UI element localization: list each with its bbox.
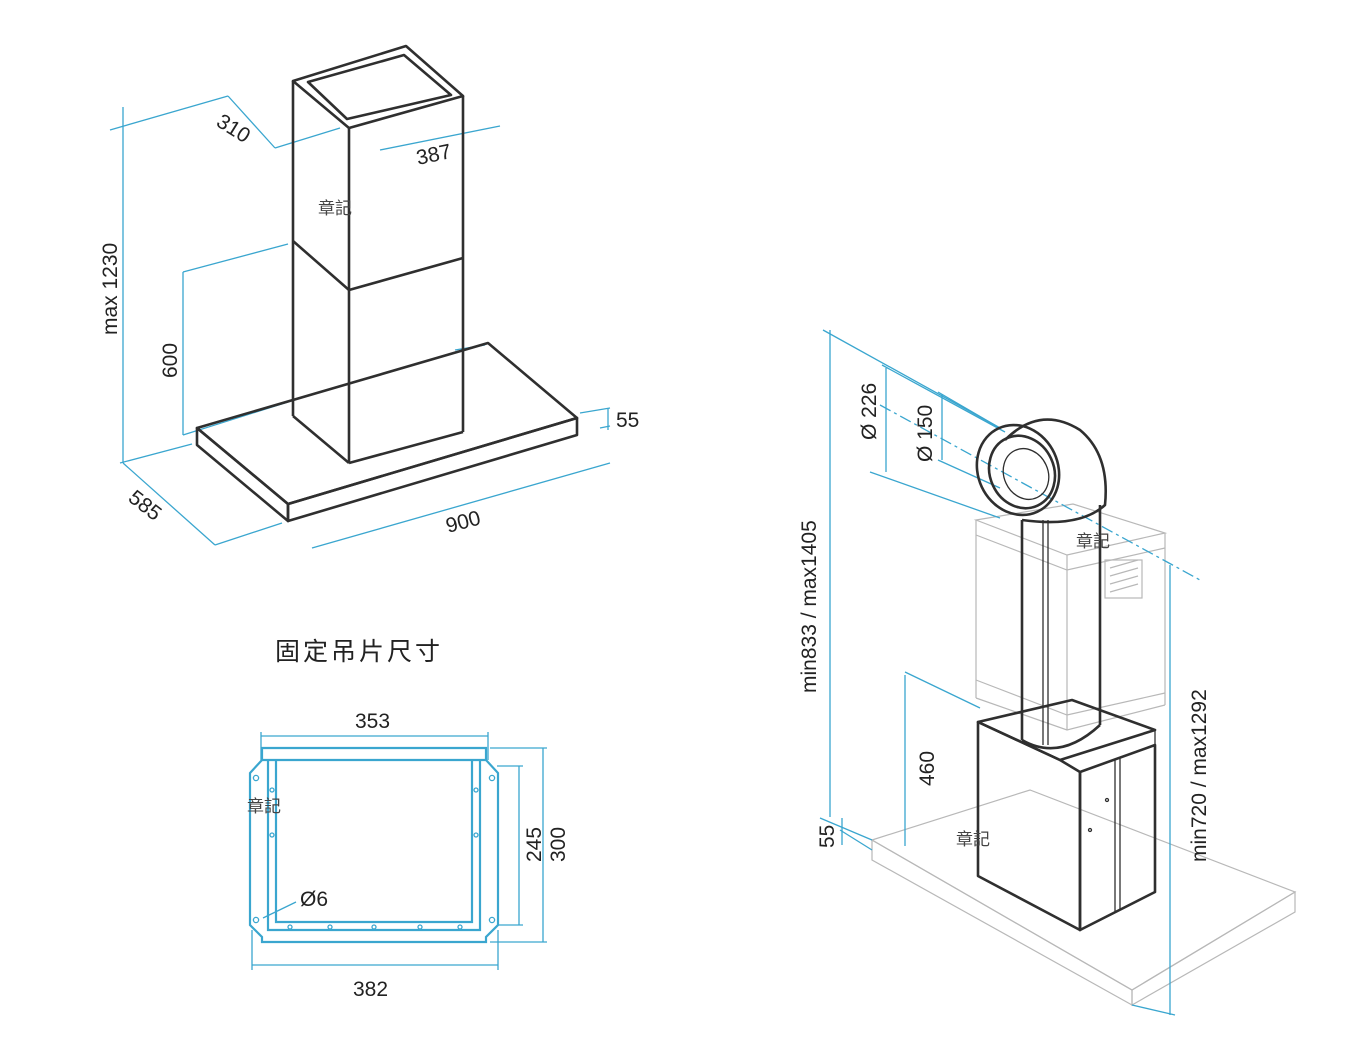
chimney-hood-figure: 310 387 max 1230 600 55 585 900 章記 bbox=[99, 44, 639, 549]
bracket-top-width-label: 353 bbox=[355, 710, 390, 733]
duct-outer-diameter-label: Ø 226 bbox=[858, 383, 881, 440]
duct-elbow bbox=[975, 418, 1107, 524]
chimney-depth-label: 387 bbox=[414, 140, 453, 170]
bracket-hole-label: Ø6 bbox=[300, 888, 328, 911]
lower-chimney-label: 600 bbox=[159, 343, 182, 378]
duct-overall-range-label: min833 / max1405 bbox=[798, 520, 821, 693]
duct-motor-box bbox=[976, 698, 1157, 932]
max-height-label: max 1230 bbox=[99, 243, 122, 335]
duct-pipe bbox=[1020, 505, 1102, 750]
bracket-bottom-width-label: 382 bbox=[353, 978, 388, 1001]
duct-unit-height-label: 460 bbox=[916, 751, 939, 786]
hood-dimension-lines bbox=[109, 95, 611, 549]
canopy-width-label: 900 bbox=[443, 507, 483, 538]
canopy-thickness-label: 55 bbox=[616, 409, 639, 432]
bracket-outer-height-label: 300 bbox=[547, 827, 570, 862]
hood-chimney bbox=[291, 44, 465, 465]
duct-stamp-body: 章記 bbox=[956, 830, 990, 850]
bracket-inner-height-label: 245 bbox=[523, 827, 546, 862]
duct-unit-figure: Ø 226 Ø 150 min833 / max1405 460 55 min7… bbox=[798, 329, 1297, 1016]
bracket-stamp: 章記 bbox=[247, 797, 281, 817]
duct-right-range-label: min720 / max1292 bbox=[1188, 689, 1211, 862]
bracket-holes bbox=[252, 774, 496, 930]
hood-canopy bbox=[195, 341, 579, 523]
duct-canopy-thickness-label: 55 bbox=[816, 825, 839, 848]
bracket-figure: 固定吊片尺寸 bbox=[247, 637, 570, 1001]
bracket-caption: 固定吊片尺寸 bbox=[275, 637, 443, 666]
hood-stamp: 章記 bbox=[318, 199, 352, 219]
canopy-depth-label: 585 bbox=[124, 486, 166, 526]
bracket-dimension-lines bbox=[251, 732, 547, 970]
duct-stamp-top: 章記 bbox=[1076, 532, 1110, 552]
duct-inner-diameter-label: Ø 150 bbox=[914, 405, 937, 462]
duct-dimension-lines bbox=[819, 329, 1201, 1016]
bracket-plate bbox=[248, 746, 500, 944]
chimney-width-label: 310 bbox=[212, 110, 254, 148]
